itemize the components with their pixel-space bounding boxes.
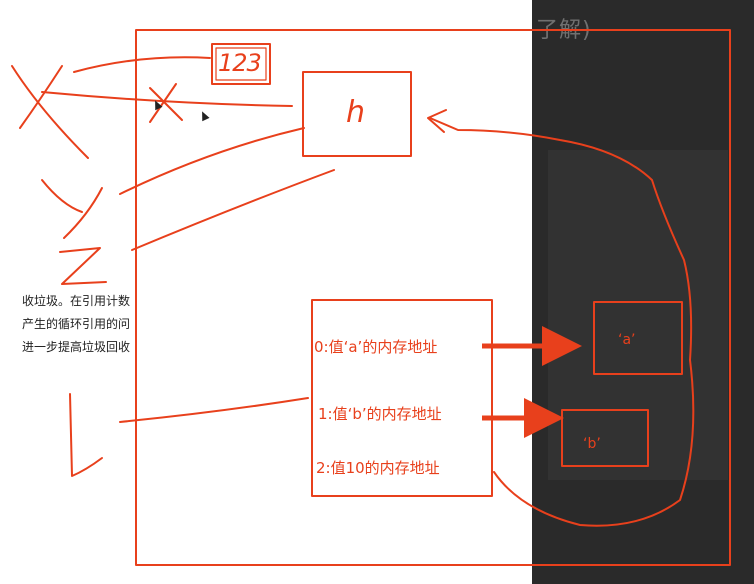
string-b-label: ‘b’ (583, 436, 601, 452)
doc-line-2: 产生的循环引用的问 (22, 317, 131, 331)
doc-line-3: 进一步提高垃圾回收 (22, 340, 131, 354)
number-box-outer (211, 43, 271, 85)
number-123-label: 123 (218, 49, 262, 77)
y-variable-stroke-1 (41, 179, 83, 213)
x-variable-stroke-1 (11, 65, 89, 159)
x-to-123-line (73, 56, 211, 73)
list-cell-0: 0:值‘a’的内存地址 (314, 338, 438, 356)
number-box-inner (215, 47, 267, 81)
string-b-box (561, 409, 649, 467)
cycle-back-curve (429, 117, 695, 527)
list-cell-1: 1:值‘b’的内存地址 (318, 405, 442, 423)
l-to-list-line (119, 397, 309, 423)
list-cell-2: 2:值10的内存地址 (316, 459, 440, 477)
cycle-arrowhead (427, 109, 447, 133)
x-to-h-line (41, 91, 293, 107)
dark-inner-strip (548, 150, 728, 480)
x-variable-stroke-2 (19, 65, 63, 129)
string-a-label: ‘a’ (618, 332, 636, 348)
cross-mark-stroke-2 (149, 83, 177, 123)
outer-memory-frame (135, 29, 731, 566)
object-h-label: h (346, 95, 366, 130)
cross-mark-stroke-1 (149, 87, 183, 121)
y-variable-stroke-2 (63, 187, 103, 239)
string-a-box (593, 301, 683, 375)
doc-line-1: 收垃圾。在引用计数 (22, 294, 131, 308)
y-to-h-line (119, 127, 305, 195)
object-box (302, 71, 412, 157)
z-to-h-line (131, 169, 335, 251)
z-variable-strokes (59, 247, 107, 285)
list-box (311, 299, 493, 497)
l-variable-strokes (69, 393, 103, 477)
